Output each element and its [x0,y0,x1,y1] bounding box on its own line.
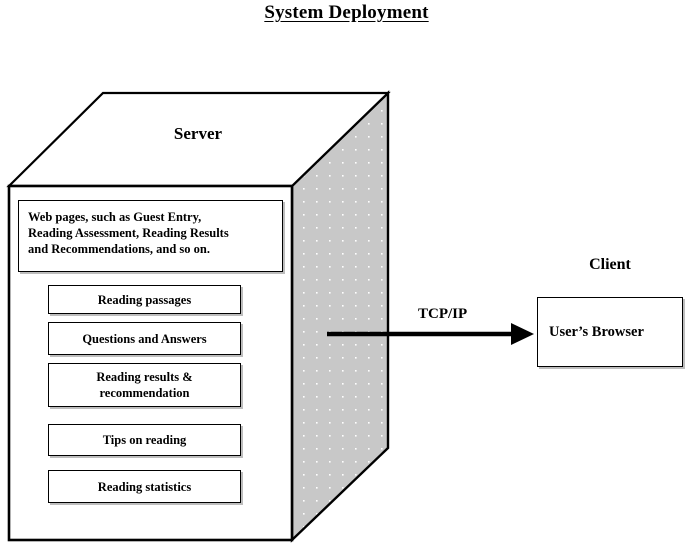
server-component-label: Questions and Answers [82,331,207,346]
server-component-label: Reading passages [97,292,192,307]
server-component-label-multiline: Reading results & recommendation [96,369,192,401]
client-browser-label: User’s Browser [549,323,644,340]
server-component-label: Reading statistics [97,479,192,494]
client-title-label: Client [589,256,631,273]
tcpip-connector-arrow [325,300,545,350]
tcpip-label: TCP/IP [418,306,468,322]
server-component-label-line-2: recommendation [99,386,190,400]
server-component-tips-on-reading: Tips on reading [48,424,241,456]
client-browser-box: User’s Browser [537,297,683,367]
connector-arrowhead [511,323,534,345]
web-pages-note-line-2: Reading Assessment, Reading Results [28,226,229,240]
server-component-label-line-1: Reading results & [96,370,193,384]
web-pages-note-panel: Web pages, such as Guest Entry, Reading … [18,200,283,272]
server-component-label: Tips on reading [102,433,187,447]
server-component-reading-passages: Reading passages [48,285,241,314]
server-component-reading-statistics: Reading statistics [48,470,241,503]
web-pages-note-line-3: and Recommendations, and so on. [28,242,210,256]
page-title: System Deployment [264,2,429,23]
server-title-label: Server [173,124,223,143]
server-component-questions-answers: Questions and Answers [48,322,241,355]
web-pages-note-line-1: Web pages, such as Guest Entry, [28,210,202,224]
server-component-results-recommendation: Reading results & recommendation [48,363,241,407]
